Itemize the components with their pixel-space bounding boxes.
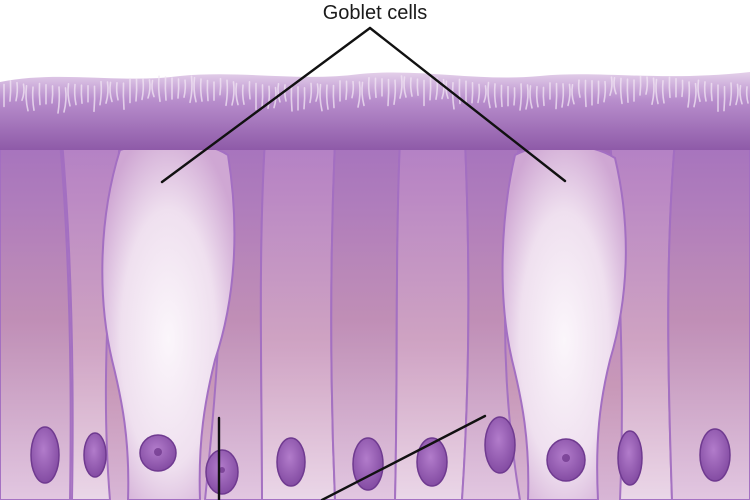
columnar-cells bbox=[0, 136, 750, 500]
nucleus bbox=[83, 432, 107, 478]
nucleus bbox=[276, 437, 306, 487]
nucleus bbox=[699, 428, 731, 482]
nucleus bbox=[30, 426, 60, 484]
diagonal-leader bbox=[320, 414, 487, 500]
goblet-cells-label: Goblet cells bbox=[322, 2, 428, 24]
nucleus bbox=[352, 437, 384, 491]
nucleoli bbox=[154, 448, 570, 473]
goblet-cell-right bbox=[501, 143, 627, 500]
nucleus bbox=[416, 437, 448, 487]
nucleus bbox=[617, 430, 643, 486]
goblet-leader-left bbox=[160, 26, 372, 184]
nucleus bbox=[484, 416, 516, 474]
cilia-layer bbox=[0, 72, 750, 150]
nuclei bbox=[30, 416, 731, 495]
goblet-leader-right bbox=[368, 26, 567, 183]
leader-lines bbox=[160, 26, 567, 500]
goblet-cell-left bbox=[101, 141, 236, 500]
